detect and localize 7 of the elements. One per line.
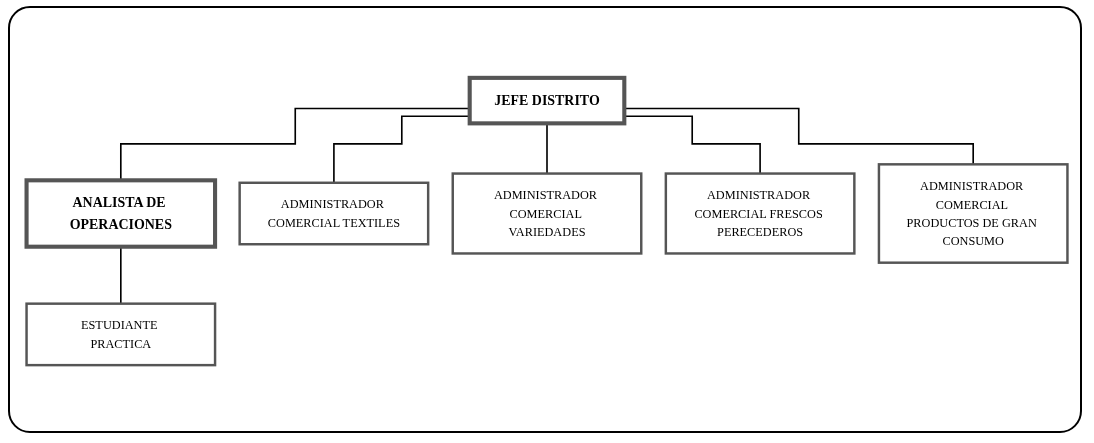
node-box: JEFE DISTRITO (467, 75, 627, 126)
node-box: ADMINISTRADOR COMERCIAL TEXTILES (238, 181, 430, 246)
node-box: ADMINISTRADOR COMERCIAL PRODUCTOS DE GRAN CONSUMO (877, 163, 1069, 264)
node-box: ANALISTA DE OPERACIONES (24, 178, 218, 249)
node-box: ESTUDIANTE PRACTICA (25, 302, 217, 367)
node-box: ADMINISTRADOR COMERCIAL FRESCOS PERECEDEROS (664, 172, 856, 255)
node-box: ADMINISTRADOR COMERCIAL VARIEDADES (451, 172, 643, 255)
